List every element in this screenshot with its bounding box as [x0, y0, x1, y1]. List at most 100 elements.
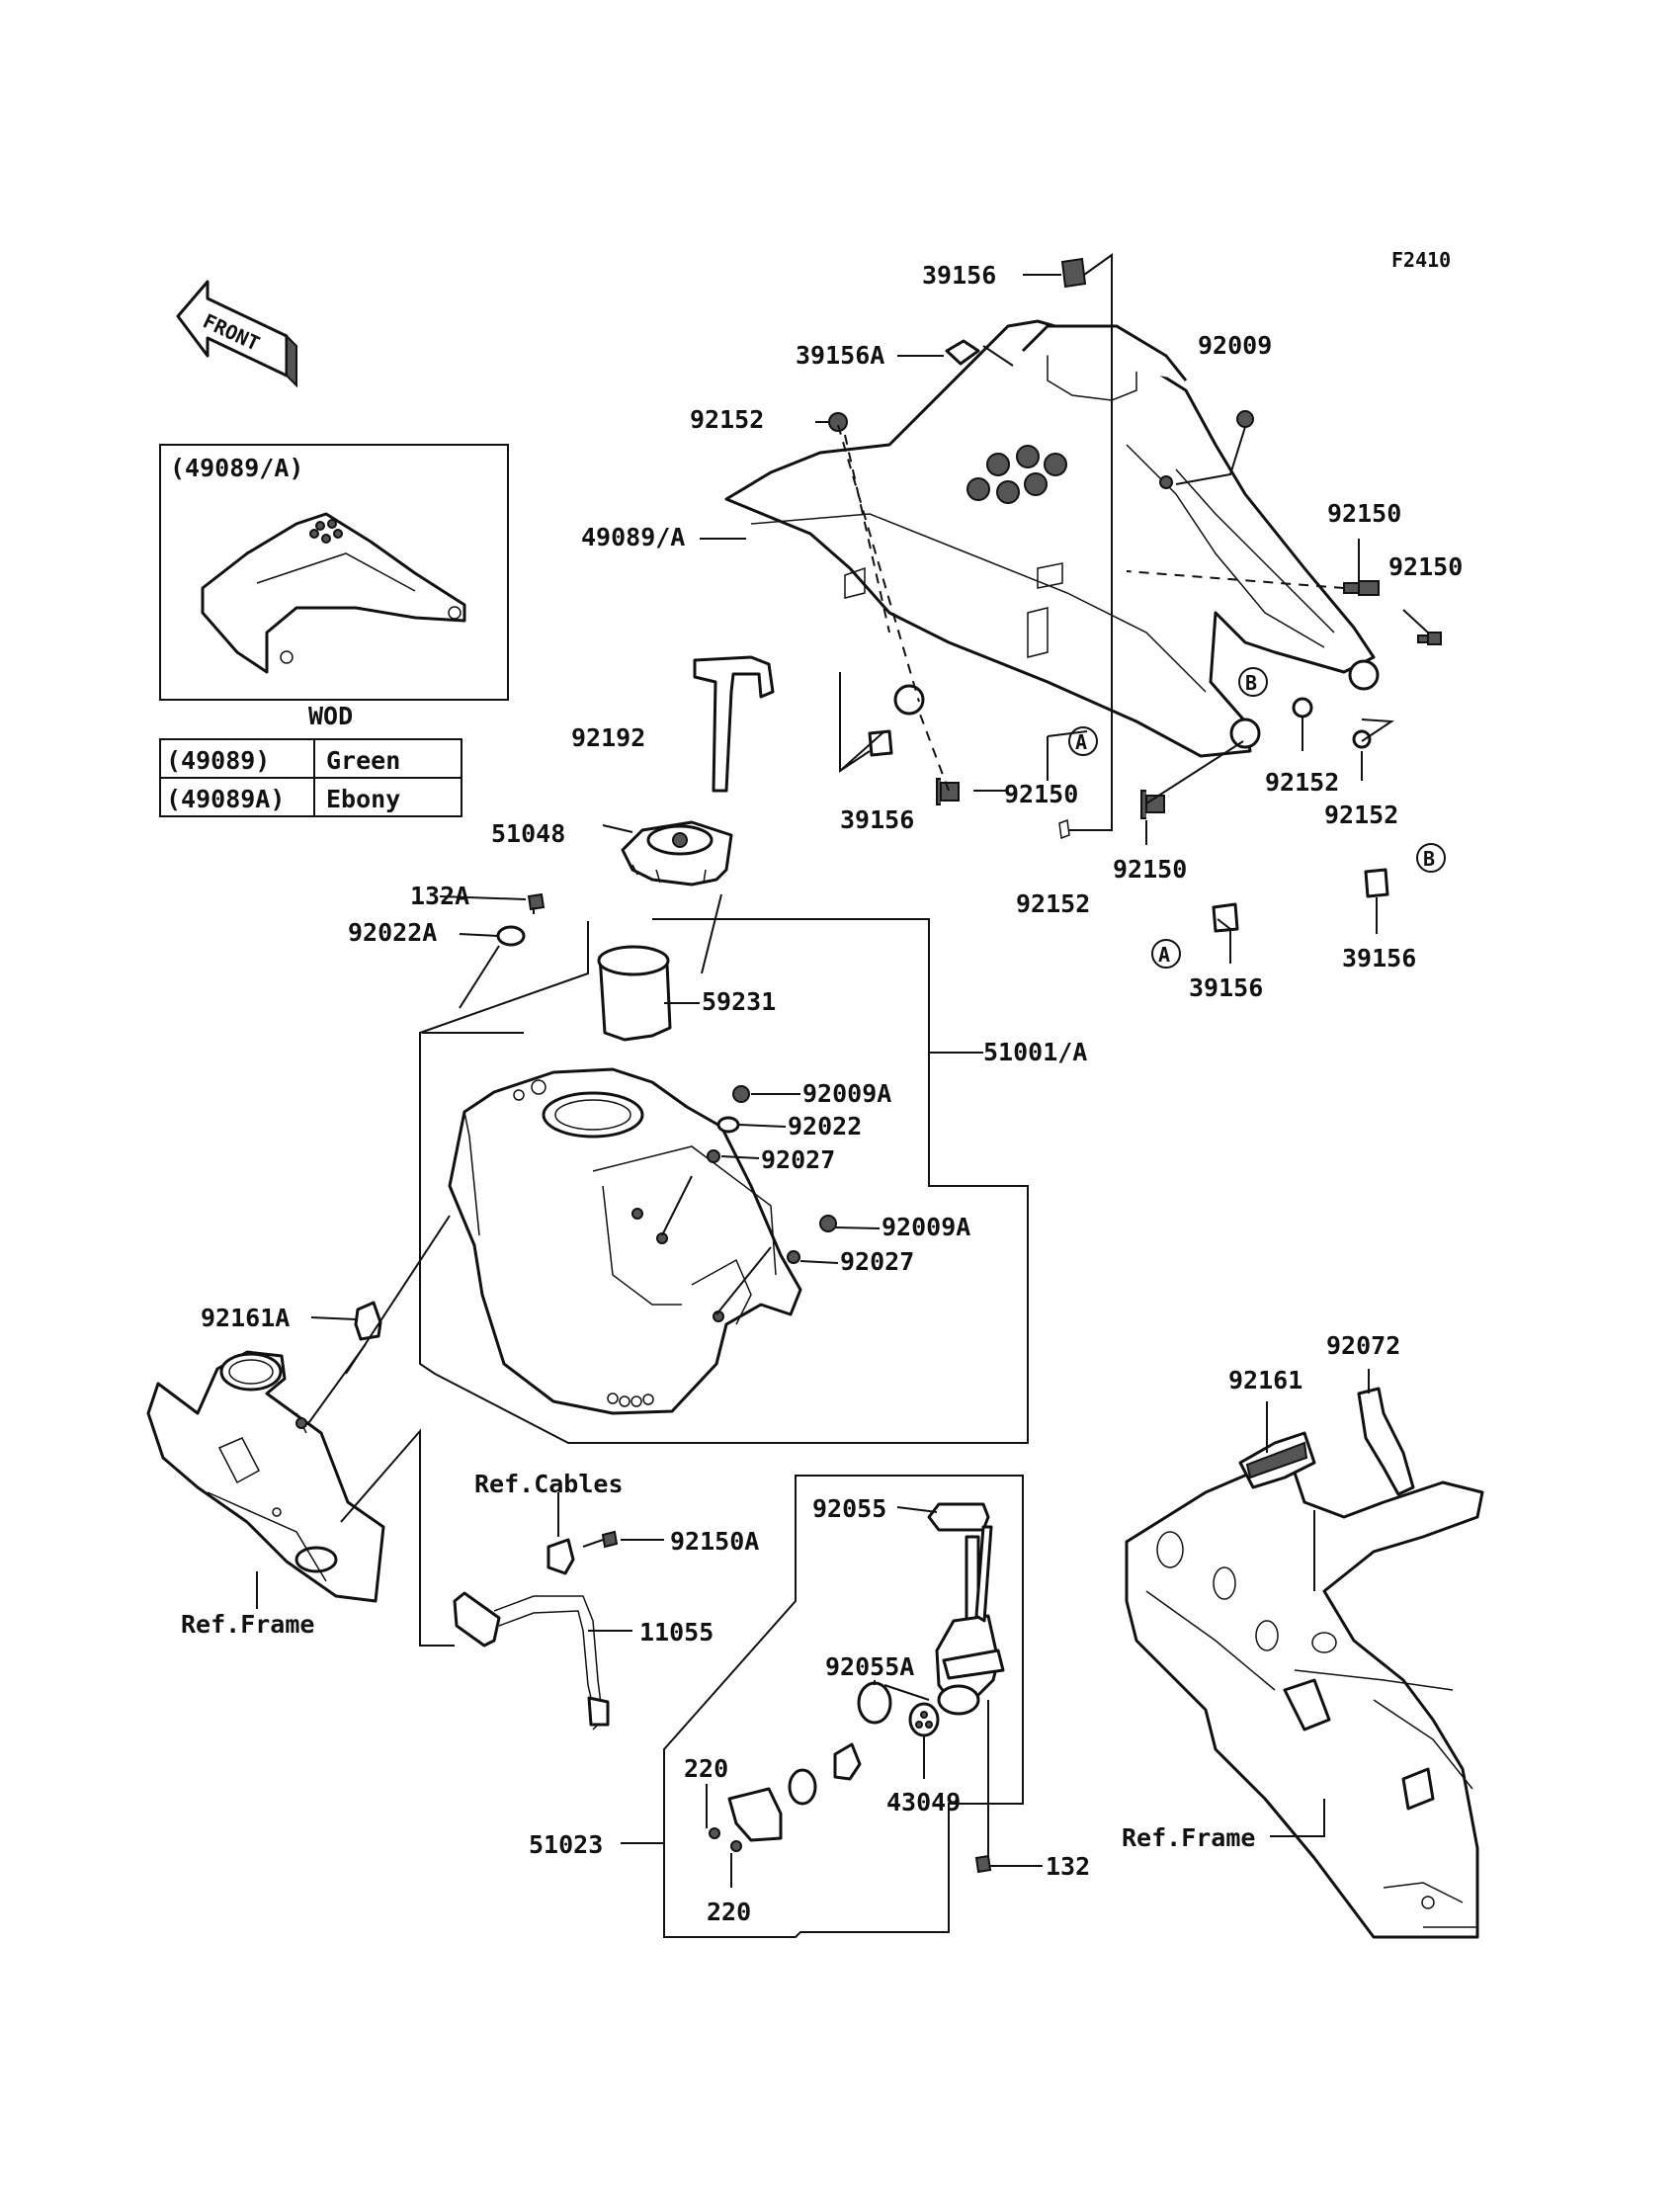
- callout-92009A-1: 92009A: [802, 1079, 891, 1108]
- callout-92152-right: 92152: [1324, 801, 1398, 829]
- oring-92055A: [857, 1681, 892, 1725]
- callout-92161A: 92161A: [201, 1304, 290, 1332]
- fuel-cap-51048: [621, 820, 733, 887]
- breather-hose-92192: [693, 655, 775, 793]
- callout-132: 132: [1046, 1852, 1090, 1881]
- callout-92027-1: 92027: [761, 1145, 835, 1174]
- callout-49089A: 49089/A: [581, 523, 685, 551]
- callout-92055A: 92055A: [825, 1652, 914, 1681]
- clip-39156-top: [1060, 257, 1087, 289]
- clip-39156-right: [1364, 868, 1389, 898]
- leaders-fuel-cock: [621, 1506, 1043, 1888]
- callout-132A: 132A: [410, 882, 469, 910]
- callout-39156-low: 39156: [1189, 973, 1263, 1002]
- clip-92152-low: [1058, 818, 1070, 840]
- gasket-92055: [927, 1502, 990, 1532]
- callout-92150-r1: 92150: [1327, 499, 1401, 528]
- callout-92009: 92009: [1198, 331, 1272, 360]
- clip-39156A: [945, 339, 980, 366]
- washer-92022: [716, 1116, 740, 1134]
- lever-51023: [833, 1742, 862, 1781]
- callout-ref-cables: Ref.Cables: [474, 1470, 624, 1498]
- callout-39156-top: 39156: [922, 261, 996, 290]
- washer-92152-mid: [1292, 697, 1313, 718]
- callout-220-top: 220: [684, 1754, 728, 1783]
- inset-shroud-illustration: [201, 512, 466, 674]
- callout-92072: 92072: [1326, 1331, 1400, 1360]
- callout-92150-low: 92150: [1113, 855, 1187, 884]
- bolt-132A: [527, 892, 546, 914]
- leaders-frame-left: [256, 1428, 455, 1647]
- svg-text:A: A: [1158, 943, 1170, 967]
- bolt-92150A: [582, 1530, 619, 1549]
- color-table-color-1: Green: [326, 746, 400, 775]
- callout-92009A-2: 92009A: [882, 1213, 970, 1241]
- callout-ref-frame-left: Ref.Frame: [181, 1610, 314, 1639]
- callout-39156A: 39156A: [796, 341, 884, 370]
- front-arrow-icon: FRONT: [176, 280, 297, 388]
- callout-39156-right: 39156: [1342, 944, 1416, 972]
- nut-92009: [1236, 410, 1254, 428]
- callout-ref-frame-right: Ref.Frame: [1122, 1823, 1255, 1852]
- callout-92152-top: 92152: [690, 405, 764, 434]
- damper-92161: [1238, 1431, 1316, 1489]
- callout-92055: 92055: [812, 1494, 886, 1523]
- fuel-tank-51001: [448, 1067, 802, 1415]
- callout-220-bottom: 220: [707, 1898, 751, 1926]
- callout-51023: 51023: [529, 1830, 603, 1859]
- frame-right: [1125, 1461, 1484, 1939]
- nut-92009A-1: [732, 1085, 750, 1103]
- oring-small: [788, 1768, 817, 1806]
- color-table-code-2: (49089A): [166, 785, 285, 813]
- marker-A-1: A: [1068, 726, 1098, 756]
- callout-43049: 43049: [886, 1788, 961, 1817]
- svg-text:B: B: [1245, 671, 1257, 695]
- fuel-cock-body: [935, 1525, 1005, 1716]
- callout-92022: 92022: [788, 1112, 862, 1141]
- bolt-92150-r1: [1343, 580, 1380, 596]
- marker-B-1: B: [1238, 667, 1268, 697]
- marker-B-2: B: [1416, 843, 1446, 873]
- bolt-92150-r2: [1417, 632, 1442, 645]
- clip-39156-low: [1212, 902, 1239, 933]
- leaders-frame-right: [1266, 1369, 1370, 1837]
- cable-clamp-11055: [453, 1591, 610, 1731]
- filter-59231: [597, 945, 672, 1042]
- inset-title: (49089/A): [170, 454, 303, 482]
- callout-92022A: 92022A: [348, 918, 437, 947]
- screw-220-a: [709, 1827, 720, 1839]
- fuel-cock-group-box: [663, 1475, 1024, 1938]
- marker-A-2: A: [1151, 939, 1181, 969]
- frame-left: [146, 1350, 385, 1603]
- inset-box: (49089/A) WOD: [159, 444, 509, 730]
- bolt-132: [974, 1854, 992, 1874]
- callout-51001A: 51001/A: [983, 1038, 1087, 1066]
- callout-92150-r2: 92150: [1388, 552, 1463, 581]
- callout-59231: 59231: [702, 987, 776, 1016]
- svg-text:A: A: [1075, 730, 1087, 754]
- leaders-shroud: [700, 253, 1429, 964]
- color-table: (49089) Green (49089A) Ebony: [159, 738, 462, 817]
- callout-39156-mid: 39156: [840, 805, 914, 834]
- nut-92009A-2: [819, 1215, 837, 1232]
- inset-caption: WOD: [308, 702, 353, 730]
- callout-92150A: 92150A: [670, 1527, 759, 1556]
- callout-92192: 92192: [571, 723, 645, 752]
- svg-text:B: B: [1423, 847, 1435, 871]
- collar-92027-2: [787, 1250, 800, 1264]
- callout-92161: 92161: [1228, 1366, 1302, 1394]
- callout-92150-mid: 92150: [1004, 780, 1078, 808]
- plate-51023: [727, 1787, 783, 1842]
- shroud-49089: [724, 319, 1380, 758]
- clamp-ref-cables: [546, 1538, 575, 1575]
- callout-51048: 51048: [491, 819, 565, 848]
- color-table-code-1: (49089): [166, 746, 270, 775]
- washer-92152-right: [1352, 729, 1372, 749]
- callout-92152-low: 92152: [1016, 889, 1090, 918]
- damper-92161A: [354, 1301, 382, 1341]
- figure-code: F2410: [1391, 248, 1451, 272]
- callout-92152-mid: 92152: [1265, 768, 1339, 797]
- leaders-cables: [557, 1492, 664, 1632]
- collar-92027-1: [707, 1149, 720, 1163]
